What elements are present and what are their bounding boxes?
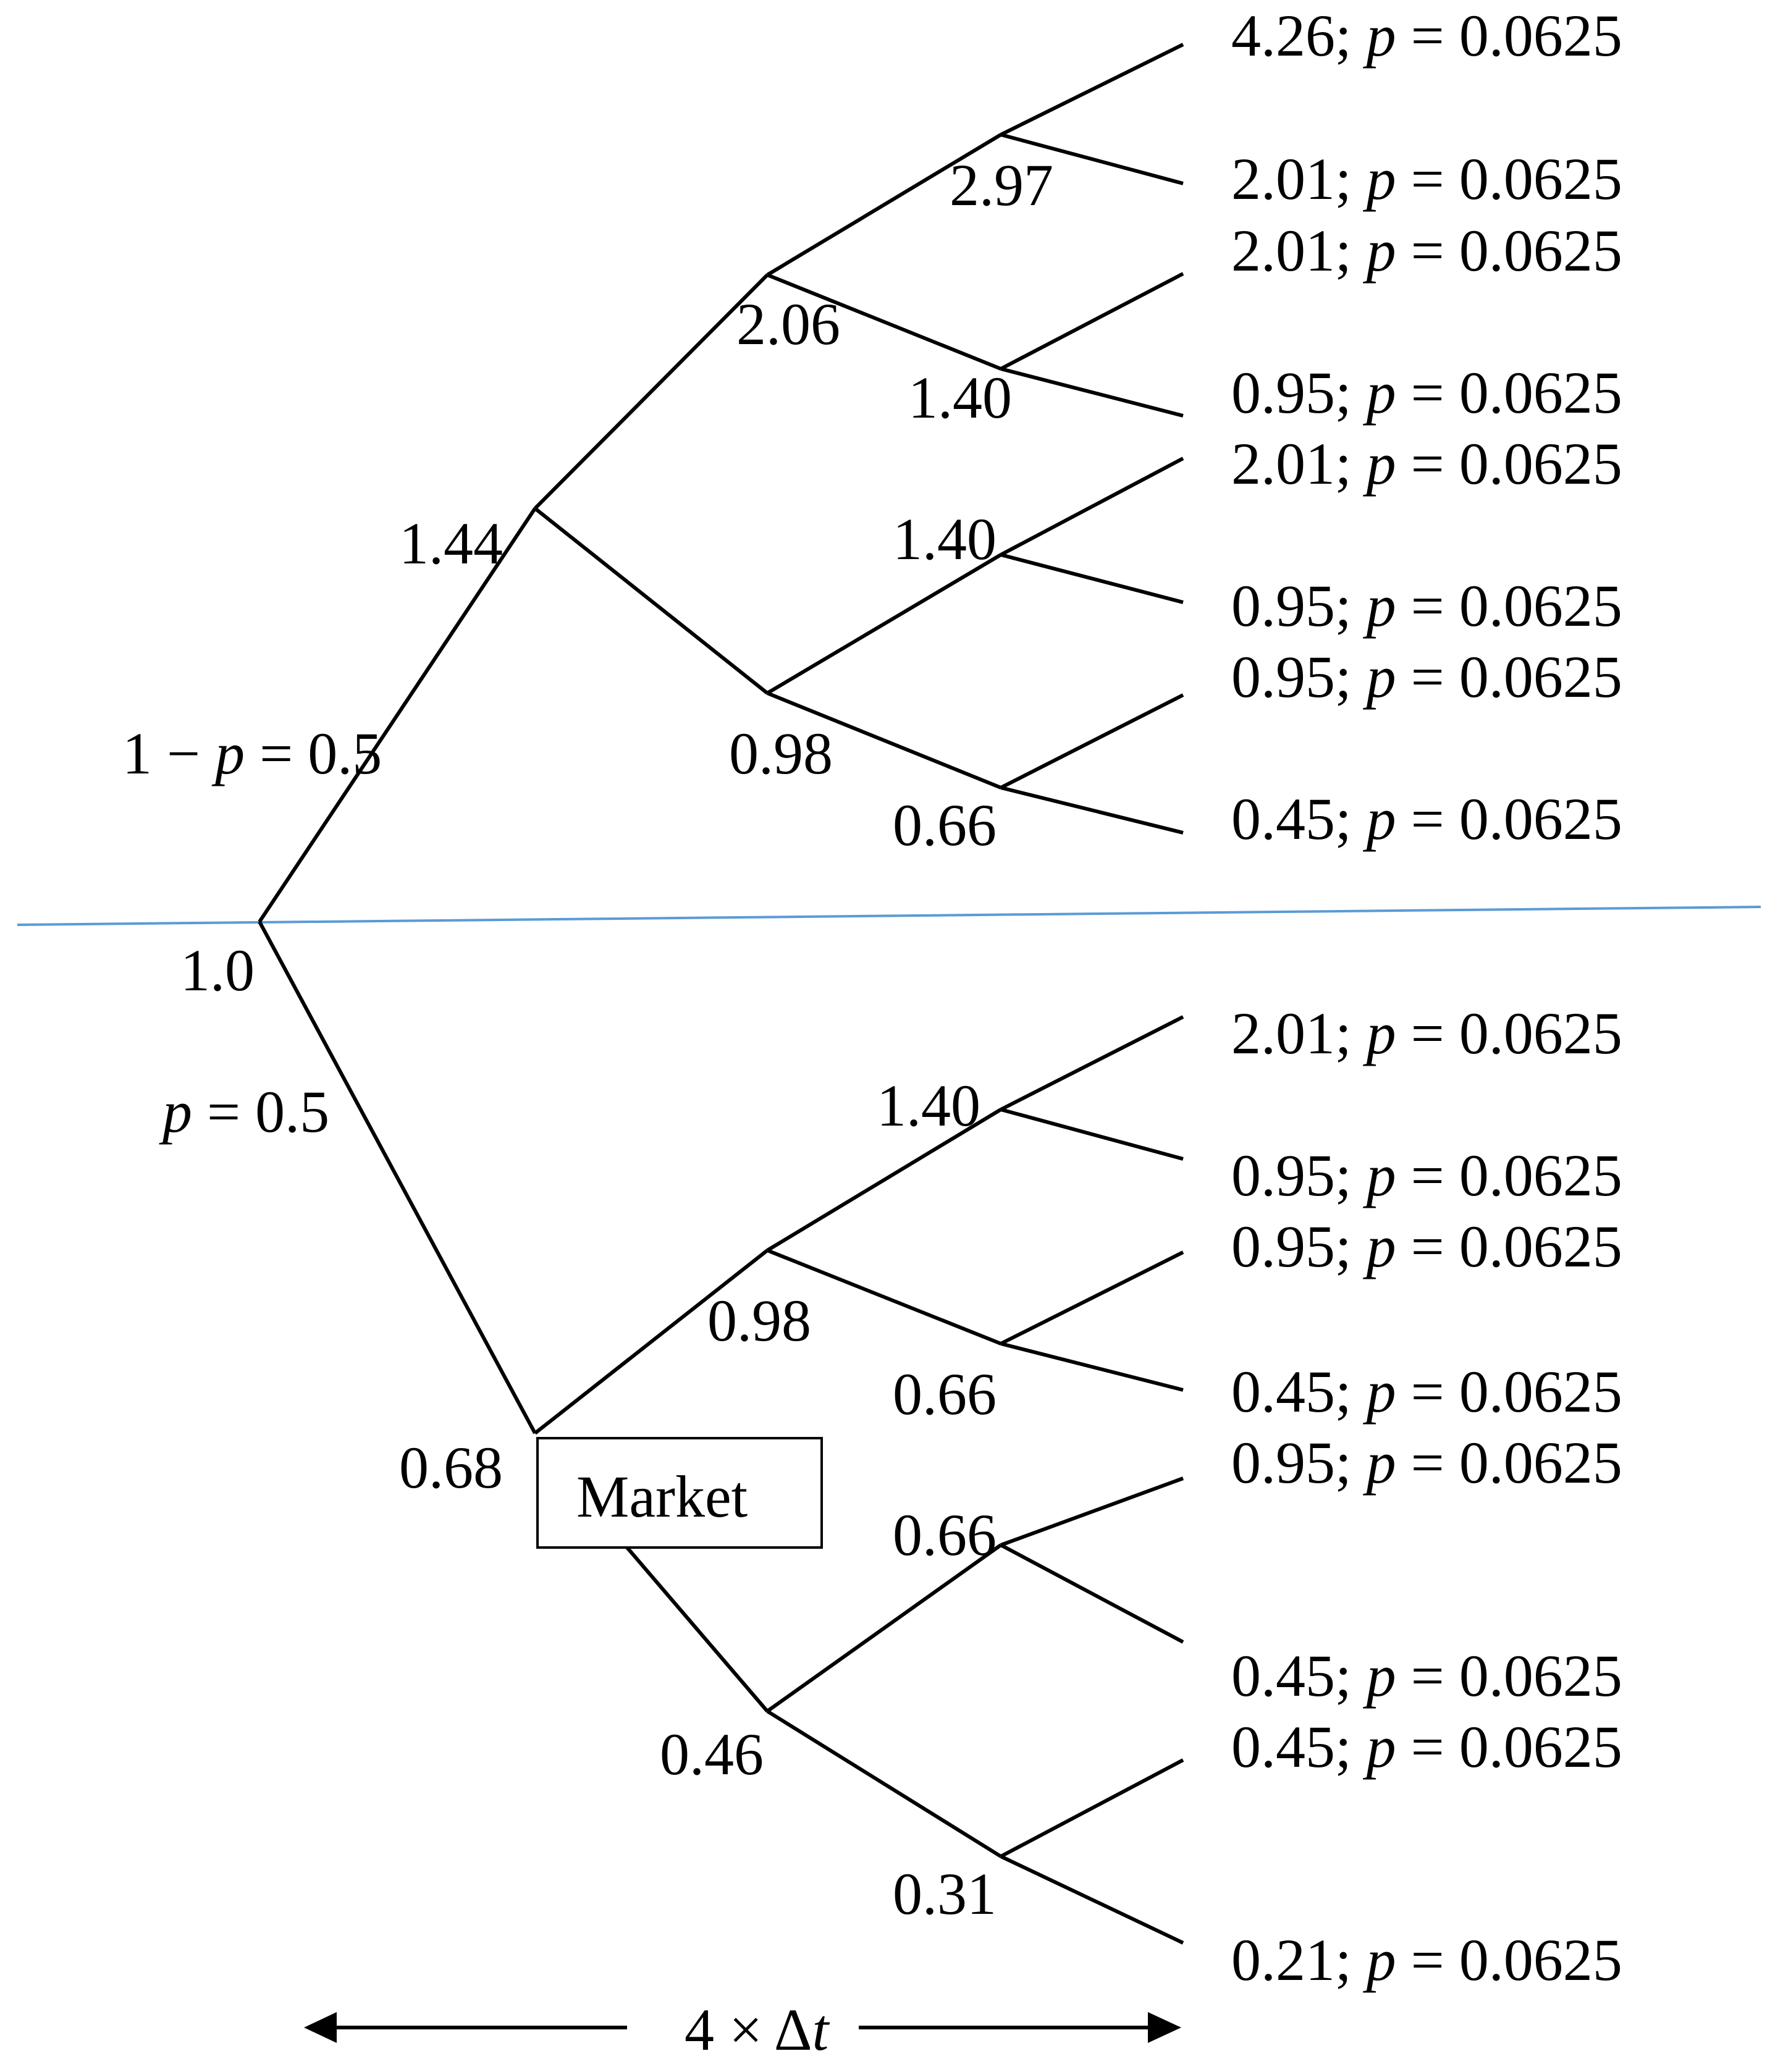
- branch-udd-up: [1000, 693, 1184, 790]
- node-label-du: 0.98: [707, 1287, 811, 1354]
- down-probability-label: p = 0.5: [159, 1079, 329, 1145]
- branch-ud-udu: [766, 553, 1002, 695]
- leaf-label: 0.95; p = 0.0625: [1231, 360, 1622, 426]
- branch-ud-udd: [766, 691, 1002, 790]
- node-label-uu: 2.06: [736, 291, 840, 357]
- leaf-label: 0.45; p = 0.0625: [1231, 1714, 1622, 1780]
- leaf-label: 0.95; p = 0.0625: [1231, 1142, 1622, 1208]
- leaf-label: 0.95; p = 0.0625: [1231, 1430, 1622, 1496]
- node-label-uud: 1.40: [908, 364, 1012, 431]
- branch-ddu-down: [1000, 1543, 1184, 1644]
- branch-dd-ddu: [766, 1543, 1002, 1713]
- branch-dd-ddd: [766, 1709, 1002, 1858]
- branch-uuu-up: [1000, 43, 1184, 137]
- node-label-dd: 0.46: [660, 1721, 764, 1787]
- branch-d-dd: [625, 1546, 769, 1712]
- leaf-label: 0.95; p = 0.0625: [1231, 573, 1622, 639]
- branch-ddu-up: [1000, 1476, 1184, 1547]
- branch-ddd-down: [1000, 1855, 1184, 1945]
- branch-u-uu: [533, 273, 769, 510]
- node-label-uuu: 2.97: [950, 152, 1053, 218]
- node-label-duu: 1.40: [877, 1072, 980, 1139]
- time-axis-label: 4 × Δt: [685, 1997, 830, 2063]
- branch-root-u: [258, 507, 537, 923]
- branch-uuu-down: [1000, 133, 1184, 185]
- branch-root-d: [258, 920, 537, 1434]
- leaf-label: 2.01; p = 0.0625: [1231, 431, 1622, 497]
- branch-du-dud: [766, 1249, 1002, 1346]
- node-label-udd: 0.66: [893, 792, 997, 858]
- time-axis-right-arrowhead: [1148, 2012, 1181, 2043]
- branch-uud-up: [1000, 272, 1184, 371]
- leaf-label: 4.26; p = 0.0625: [1231, 2, 1622, 69]
- node-label-dud: 0.66: [893, 1361, 997, 1427]
- node-label-up: 1.44: [399, 510, 503, 576]
- branch-udu-down: [1000, 553, 1184, 604]
- leaf-label: 0.45; p = 0.0625: [1231, 1358, 1622, 1425]
- branch-dud-up: [1000, 1250, 1184, 1346]
- leaf-label: 0.95; p = 0.0625: [1231, 644, 1622, 710]
- node-label-udu: 1.40: [893, 506, 997, 572]
- node-label-ddd: 0.31: [893, 1861, 997, 1927]
- time-axis-left-arrowhead: [304, 2012, 337, 2043]
- leaf-label: 2.01; p = 0.0625: [1231, 217, 1622, 284]
- branch-udu-up: [1000, 457, 1184, 557]
- market-label: Market: [576, 1463, 748, 1530]
- midline: [17, 906, 1761, 926]
- branch-uu-uud: [766, 273, 1002, 371]
- node-label-down: 0.68: [399, 1434, 503, 1501]
- leaf-label: 0.95; p = 0.0625: [1231, 1213, 1622, 1279]
- tree-branches: [258, 43, 1184, 1945]
- branch-d-du: [534, 1249, 769, 1435]
- branch-du-duu: [766, 1108, 1002, 1252]
- market-box: [536, 1437, 823, 1549]
- leaf-label: 2.01; p = 0.0625: [1231, 146, 1622, 212]
- branch-u-ud: [534, 507, 769, 695]
- up-probability-label: 1 − p = 0.5: [122, 720, 382, 786]
- branch-uud-down: [1000, 367, 1184, 418]
- branch-duu-down: [1000, 1108, 1184, 1161]
- branch-duu-up: [1000, 1015, 1184, 1111]
- node-label-ud: 0.98: [729, 720, 833, 786]
- leaf-label: 0.45; p = 0.0625: [1231, 1643, 1622, 1709]
- leaf-label: 2.01; p = 0.0625: [1231, 1000, 1622, 1066]
- branch-ddd-up: [1000, 1758, 1184, 1858]
- root-node-label: 1.0: [180, 937, 255, 1003]
- node-label-ddu: 0.66: [893, 1502, 997, 1568]
- leaf-label: 0.21; p = 0.0625: [1231, 1927, 1622, 1993]
- branch-udd-down: [1000, 786, 1184, 835]
- leaf-label: 0.45; p = 0.0625: [1231, 786, 1622, 852]
- branch-dud-down: [1000, 1342, 1184, 1392]
- branch-uu-uuu: [766, 133, 1002, 277]
